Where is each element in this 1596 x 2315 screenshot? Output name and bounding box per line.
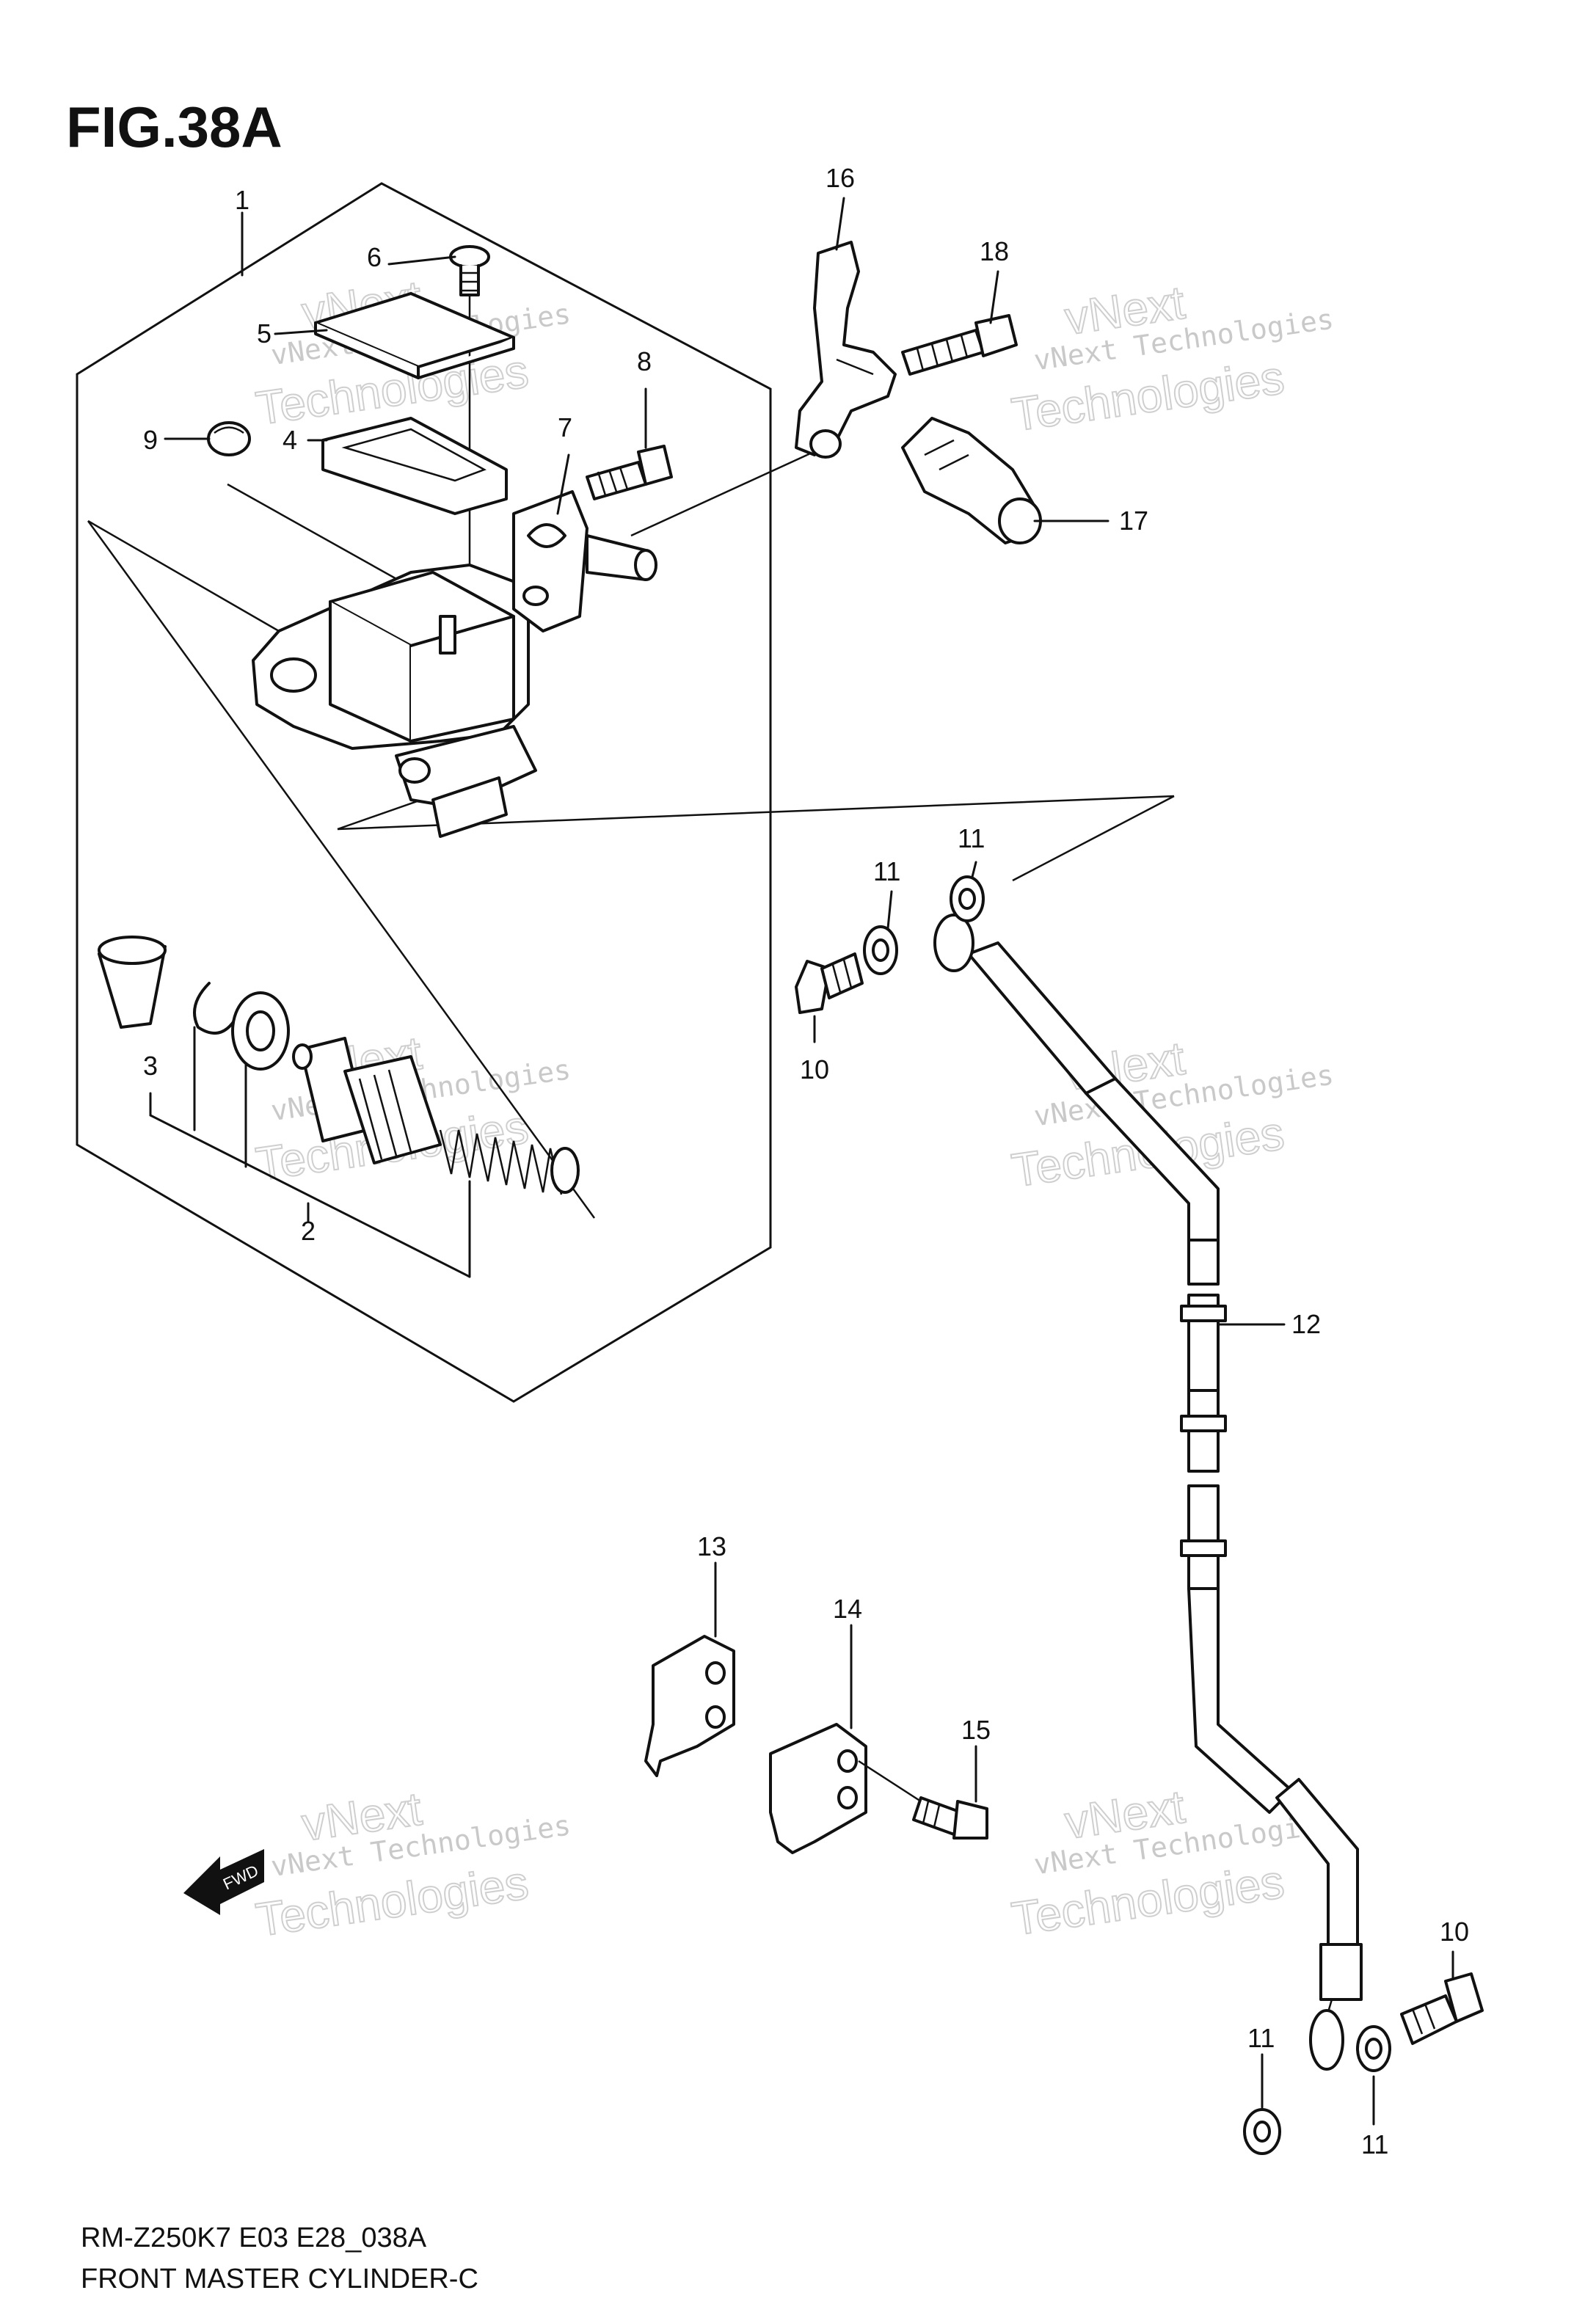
assembly-outline — [76, 182, 772, 1403]
callout-1: 1 — [235, 185, 249, 215]
callout-10: 10 — [1440, 1917, 1469, 1947]
leader-lines — [164, 197, 1454, 2126]
hose-clamp-part — [769, 1723, 867, 1854]
callout-7: 7 — [558, 412, 572, 442]
bracket-bolt-part — [912, 1796, 988, 1840]
clamp-bolt-part — [586, 445, 673, 500]
kit-brackets — [149, 1026, 471, 1278]
figure-title: FIG.38A — [66, 95, 283, 159]
callout-14: 14 — [833, 1594, 862, 1624]
figure-caption: FRONT MASTER CYLINDER-C — [81, 2264, 478, 2294]
piston-part — [292, 1037, 442, 1164]
washer-part — [950, 875, 985, 922]
callout-3: 3 — [143, 1051, 158, 1081]
boot-part — [98, 936, 167, 1029]
washer-part — [1356, 2025, 1391, 2072]
washer-part — [1243, 2108, 1281, 2155]
callout-5: 5 — [257, 318, 272, 349]
cap-part — [207, 421, 251, 456]
figure-code: RM-Z250K7 E03 E28_038A — [81, 2223, 427, 2253]
callout-6: 6 — [367, 242, 382, 272]
circlip-part — [193, 982, 236, 1035]
callout-16: 16 — [826, 163, 855, 193]
clamp-part — [512, 490, 657, 632]
union-bolt-part — [795, 952, 864, 1014]
callout-11: 11 — [958, 823, 985, 853]
hose-guide-part — [644, 1635, 735, 1777]
fwd-arrow-icon: FWD — [183, 1849, 264, 1915]
pivot-bolt-part — [901, 314, 1018, 376]
callout-13: 13 — [697, 1531, 726, 1561]
callout-17: 17 — [1119, 506, 1148, 536]
screw-part — [449, 245, 490, 296]
diaphragm-part — [321, 417, 508, 515]
plate-part — [314, 292, 515, 379]
washer-part — [863, 925, 898, 975]
callout-12: 12 — [1291, 1309, 1321, 1339]
callout-10: 10 — [800, 1054, 829, 1084]
callout-2: 2 — [301, 1216, 316, 1246]
callout-11: 11 — [1361, 2129, 1388, 2159]
callout-9: 9 — [143, 425, 158, 455]
callout-11: 11 — [873, 856, 900, 886]
callout-15: 15 — [961, 1715, 991, 1745]
callout-11: 11 — [1247, 2023, 1275, 2053]
callout-18: 18 — [980, 236, 1009, 266]
union-bolt-part — [1400, 1972, 1484, 2045]
spring-part — [439, 1129, 580, 1195]
callout-8: 8 — [637, 346, 652, 376]
master-cylinder-body — [252, 564, 537, 838]
callout-4: 4 — [283, 425, 297, 455]
callout-labels: 1 2 3 4 5 6 7 8 9 10 10 11 11 11 11 12 1… — [143, 163, 1469, 2159]
washer-part — [231, 991, 290, 1071]
lever-part — [795, 241, 897, 459]
lever-boot-part — [901, 417, 1042, 544]
brake-hose-part — [933, 914, 1363, 2071]
